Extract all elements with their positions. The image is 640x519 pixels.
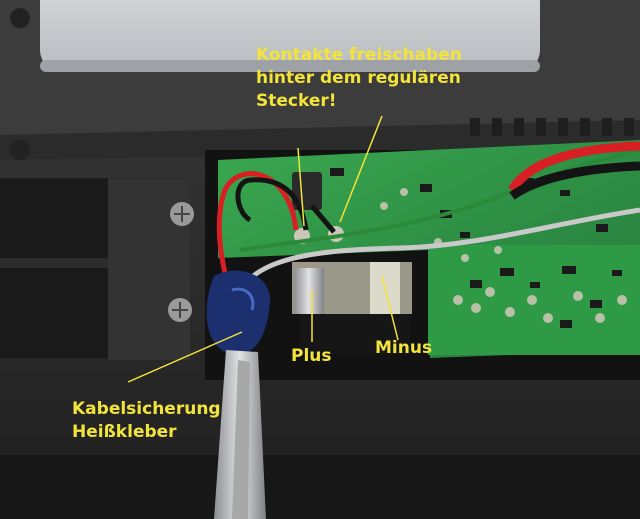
annotation-plus: Plus — [291, 346, 332, 366]
wire-black-left — [235, 177, 309, 231]
main-cable-inner — [232, 360, 250, 519]
annotation-minus: Minus — [375, 338, 433, 358]
annotation-cable-protection: Kabelsicherung Heißkleber — [72, 399, 221, 442]
wire-gray — [233, 207, 640, 301]
pointer-cable — [127, 331, 243, 383]
case-lower-edge — [0, 455, 640, 519]
wire-red-right — [508, 141, 640, 193]
grey-cap — [40, 0, 540, 72]
pointer-contacts-left — [297, 147, 305, 227]
screw-upper-slot — [174, 206, 190, 222]
hot-glue-blob — [206, 270, 271, 355]
case-hole-top — [10, 8, 30, 28]
annotation-contacts: Kontakte freischaben hinter dem reguläre… — [256, 45, 462, 111]
case-ridges — [470, 118, 634, 136]
hot-glue-highlight — [231, 287, 255, 311]
wire-red-left — [216, 171, 299, 301]
left-block-lower — [0, 268, 108, 358]
left-block-upper — [0, 178, 108, 258]
wire-green — [239, 148, 640, 252]
pointer-minus — [381, 275, 399, 341]
wire-black-right — [509, 161, 640, 200]
case-hole — [10, 140, 30, 160]
contact-plus-plate — [294, 268, 324, 314]
contact-pins — [300, 314, 410, 354]
grey-cap-shadow — [40, 60, 540, 72]
pointer-contacts-right — [339, 115, 383, 223]
screw-lower-slot — [172, 302, 188, 318]
wire-black-short — [310, 204, 336, 234]
